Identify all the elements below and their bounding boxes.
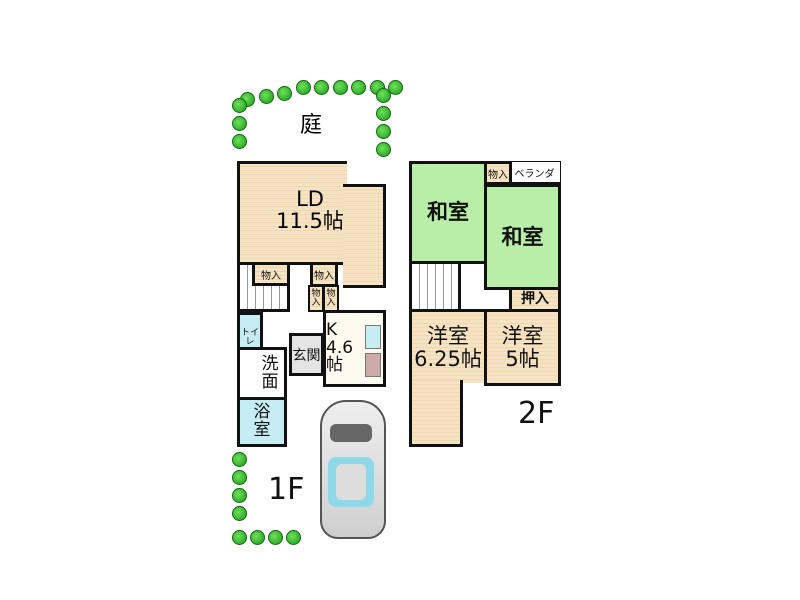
ld-room: LD 11.5帖 <box>250 188 370 232</box>
tree-icon <box>295 80 311 95</box>
tree-icon <box>332 80 348 95</box>
closet-label: 押入 <box>521 291 549 308</box>
toilet: トイレ <box>237 312 263 350</box>
western-room-2: 洋室 5帖 <box>484 309 561 386</box>
japanese-room-2-label: 和室 <box>501 224 544 249</box>
storage-3: 物入 <box>308 285 324 312</box>
toilet-label: トイレ <box>240 328 259 347</box>
tree-icon <box>286 530 301 545</box>
storage-2f: 物入 <box>484 161 512 185</box>
tree-icon <box>232 488 247 503</box>
tree-icon <box>376 88 391 103</box>
kitchen-size: 4.6帖 <box>326 337 354 376</box>
stove-icon <box>365 353 381 377</box>
car-icon <box>320 400 386 539</box>
kitchen-name: K <box>326 319 338 340</box>
western-room-2-size: 5帖 <box>505 346 540 371</box>
storage-4: 物入 <box>323 285 339 312</box>
ld-size: 11.5帖 <box>276 209 344 234</box>
tree-icon <box>232 506 247 521</box>
floor-label-2f: 2F <box>518 396 555 431</box>
storage-1: 物入 <box>252 262 290 286</box>
tree-icon <box>258 89 274 104</box>
japanese-room-1-label: 和室 <box>427 200 469 225</box>
tree-icon <box>388 80 403 95</box>
bathroom-label: 浴室 <box>253 402 271 440</box>
japanese-room-2: 和室 <box>484 184 561 290</box>
ld-name: LD <box>296 187 324 211</box>
japanese-room-1: 和室 <box>409 161 487 264</box>
bathroom: 浴室 <box>237 397 287 447</box>
washroom: 洗面 <box>237 347 287 400</box>
tree-icon <box>232 530 247 545</box>
tree-icon <box>277 86 292 101</box>
staircase-2f <box>409 261 461 313</box>
washroom-label: 洗面 <box>261 353 279 392</box>
western-room-1-extension <box>409 380 463 447</box>
kitchen: K 4.6帖 <box>323 310 386 387</box>
tree-icon <box>376 124 391 139</box>
western-room-1-size: 6.25帖 <box>414 346 482 371</box>
western-room-1: 洋室 6.25帖 <box>409 309 487 383</box>
ld-room-right <box>343 184 386 288</box>
western-room-2-name: 洋室 <box>501 324 544 349</box>
tree-icon <box>351 80 366 95</box>
tree-icon <box>232 134 247 149</box>
tree-icon <box>232 98 247 113</box>
entrance: 玄関 <box>289 333 324 376</box>
tree-icon <box>314 80 329 95</box>
tree-icon <box>268 530 283 545</box>
storage-2: 物入 <box>310 262 338 287</box>
tree-icon <box>232 470 247 485</box>
closet: 押入 <box>509 287 561 312</box>
balcony: ベランダ <box>509 161 561 185</box>
ld-room-left <box>237 161 347 265</box>
western-room-1-name: 洋室 <box>426 324 469 349</box>
tree-icon <box>376 142 391 157</box>
floor-label-1f: 1F <box>268 472 305 507</box>
tree-icon <box>250 530 265 545</box>
sink-icon <box>365 325 381 349</box>
tree-icon <box>232 452 247 467</box>
tree-icon <box>376 106 391 121</box>
garden-label: 庭 <box>300 113 323 138</box>
tree-icon <box>232 116 247 131</box>
